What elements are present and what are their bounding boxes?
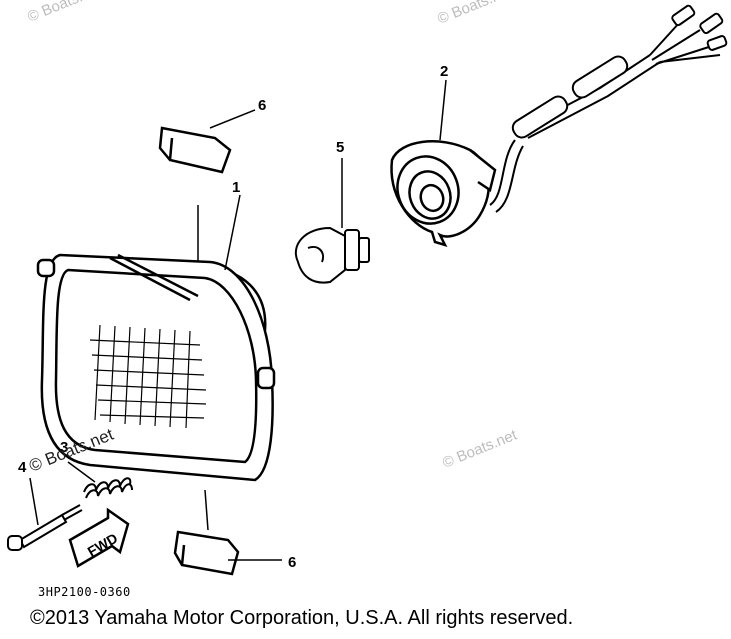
callout-6-top: 6 [258,97,266,114]
callout-1: 1 [232,179,240,196]
callout-5: 5 [336,139,344,156]
fwd-arrow: FWD [68,507,130,568]
spring [83,477,133,499]
bulb [294,226,370,284]
callout-2: 2 [440,63,448,80]
copyright-notice: ©2013 Yamaha Motor Corporation, U.S.A. A… [30,607,574,629]
wire-harness [489,4,728,213]
screw [7,504,83,551]
part-number: 3HP2100-0360 [38,585,131,599]
bulb-socket [390,140,497,248]
callout-6-bottom: 6 [288,554,296,571]
leader-lines [29,79,447,561]
watermark-top-left: © Boats.net [25,0,105,26]
callout-4: 4 [18,459,27,476]
callout-3: 3 [60,439,68,456]
rubber-pad-top [158,126,232,174]
watermark-top-center: © Boats.net [435,0,515,28]
rubber-pad-bottom [173,530,240,576]
watermark-center-right: © Boats.net [440,426,520,472]
headlight-unit [36,253,276,482]
